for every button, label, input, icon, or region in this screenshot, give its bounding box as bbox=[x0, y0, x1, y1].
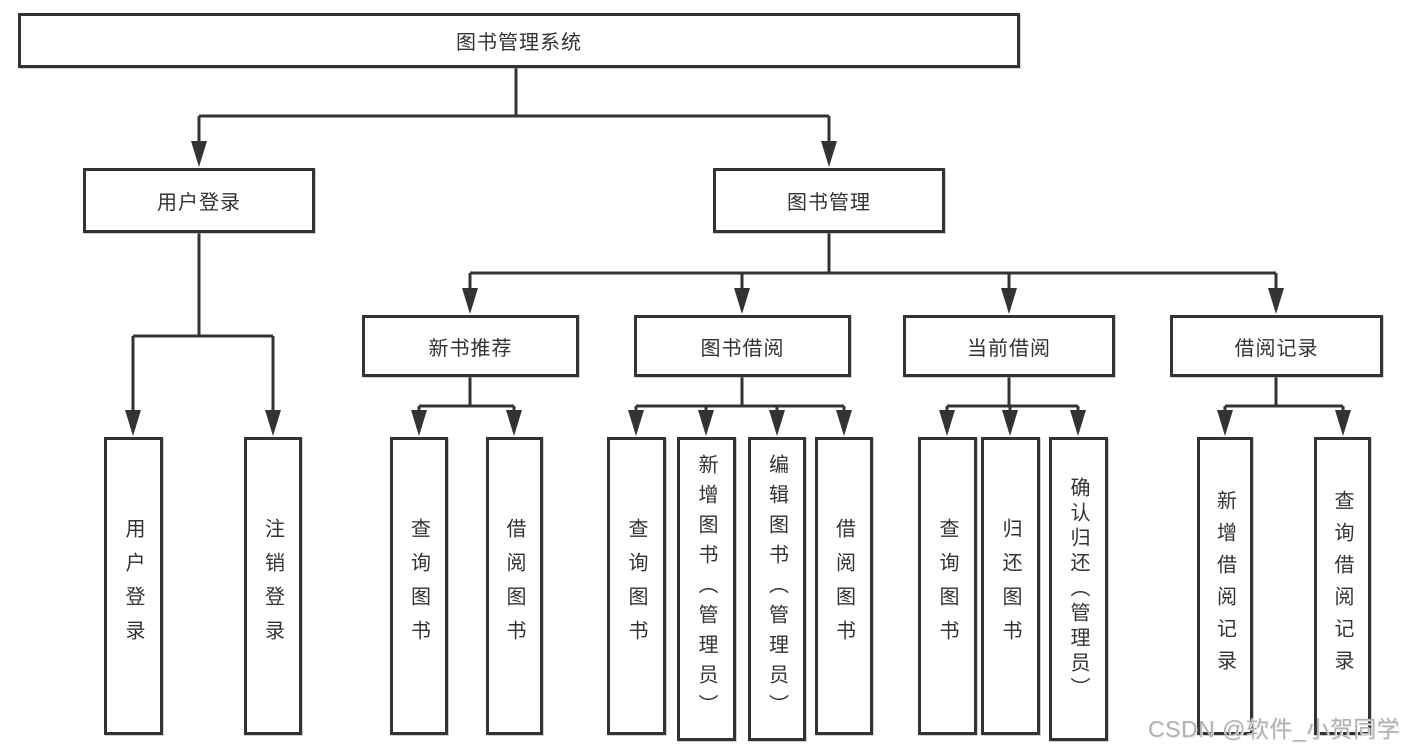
leaf-confirm-return-admin: 确认归还（管理员） bbox=[1049, 437, 1108, 741]
arrow-down-icon bbox=[628, 410, 644, 436]
node-current-borrow-label: 当前借阅 bbox=[967, 337, 1051, 360]
node-book-borrow: 图书借阅 bbox=[634, 315, 851, 377]
leaf-add-borrow-record: 新增借阅记录 bbox=[1197, 437, 1253, 735]
arrow-down-icon bbox=[265, 410, 281, 436]
leaf-edit-book-admin-label: 编辑图书（管理员） bbox=[765, 454, 788, 724]
csdn-watermark: CSDN @软件_小贺同学 bbox=[1148, 710, 1401, 744]
leaf-borrow-book-recommend: 借阅图书 bbox=[486, 437, 543, 735]
connector-new-rec-children bbox=[417, 377, 516, 432]
arrow-down-icon bbox=[191, 141, 207, 167]
arrow-down-icon bbox=[1001, 288, 1017, 314]
connector-user-login-children bbox=[131, 233, 275, 432]
node-book-management: 图书管理 bbox=[713, 168, 945, 233]
leaf-query-borrow-record-label: 查询借阅记录 bbox=[1331, 490, 1353, 682]
leaf-borrow-book: 借阅图书 bbox=[815, 437, 873, 735]
arrow-down-icon bbox=[506, 410, 522, 436]
arrow-down-icon bbox=[1217, 410, 1233, 436]
node-book-borrow-label: 图书借阅 bbox=[700, 337, 785, 360]
arrow-down-icon bbox=[1335, 410, 1351, 436]
connector-root-to-level2 bbox=[197, 68, 831, 162]
leaf-borrow-book-recommend-label: 借阅图书 bbox=[503, 518, 525, 654]
leaf-query-book-recommend: 查询图书 bbox=[390, 437, 448, 735]
connector-book-mgmt-to-level3 bbox=[468, 233, 1278, 310]
leaf-add-book-admin: 新增图书（管理员） bbox=[677, 437, 736, 741]
csdn-watermark-text: CSDN @软件_小贺同学 bbox=[1148, 716, 1401, 742]
arrow-down-icon bbox=[1070, 410, 1086, 436]
leaf-user-login: 用户登录 bbox=[104, 437, 163, 735]
leaf-return-book: 归还图书 bbox=[981, 437, 1040, 735]
arrowheads bbox=[125, 141, 1351, 436]
node-user-login: 用户登录 bbox=[83, 168, 315, 233]
leaf-user-login-label: 用户登录 bbox=[122, 518, 144, 654]
connector-borrow-children bbox=[634, 377, 846, 432]
arrow-down-icon bbox=[462, 288, 478, 314]
leaf-borrow-book-label: 借阅图书 bbox=[832, 518, 855, 654]
arrow-down-icon bbox=[1268, 288, 1284, 314]
leaf-query-book-current-label: 查询图书 bbox=[936, 518, 958, 654]
leaf-add-borrow-record-label: 新增借阅记录 bbox=[1213, 490, 1236, 682]
leaf-logout: 注销登录 bbox=[244, 437, 302, 735]
node-root: 图书管理系统 bbox=[18, 13, 1020, 68]
leaf-query-book-recommend-label: 查询图书 bbox=[407, 518, 430, 654]
leaf-edit-book-admin: 编辑图书（管理员） bbox=[748, 437, 806, 741]
leaf-query-book-current: 查询图书 bbox=[918, 437, 977, 735]
leaf-add-book-admin-label: 新增图书（管理员） bbox=[695, 454, 717, 724]
leaf-logout-label: 注销登录 bbox=[261, 518, 284, 654]
node-user-login-label: 用户登录 bbox=[157, 192, 241, 214]
node-new-book-recommend: 新书推荐 bbox=[362, 315, 579, 377]
node-borrow-records: 借阅记录 bbox=[1170, 315, 1383, 377]
leaf-query-book-borrow: 查询图书 bbox=[607, 437, 666, 735]
connector-records-children bbox=[1223, 377, 1345, 432]
arrow-down-icon bbox=[698, 410, 714, 436]
connector-paths bbox=[131, 68, 1345, 432]
arrow-down-icon bbox=[821, 141, 837, 167]
node-current-borrow: 当前借阅 bbox=[903, 315, 1115, 377]
arrow-down-icon bbox=[125, 410, 141, 436]
leaf-confirm-return-admin-label: 确认归还（管理员） bbox=[1067, 476, 1089, 702]
leaf-return-book-label: 归还图书 bbox=[999, 518, 1021, 654]
arrow-down-icon bbox=[411, 410, 427, 436]
arrow-down-icon bbox=[734, 288, 750, 314]
arrow-down-icon bbox=[836, 410, 852, 436]
node-root-label: 图书管理系统 bbox=[456, 32, 582, 54]
leaf-query-book-borrow-label: 查询图书 bbox=[625, 518, 647, 654]
node-book-management-label: 图书管理 bbox=[787, 192, 871, 214]
arrow-down-icon bbox=[769, 410, 785, 436]
leaf-query-borrow-record: 查询借阅记录 bbox=[1314, 437, 1371, 735]
node-new-book-recommend-label: 新书推荐 bbox=[428, 337, 513, 360]
arrow-down-icon bbox=[939, 410, 955, 436]
node-borrow-records-label: 借阅记录 bbox=[1234, 337, 1319, 360]
arrow-down-icon bbox=[1002, 410, 1018, 436]
